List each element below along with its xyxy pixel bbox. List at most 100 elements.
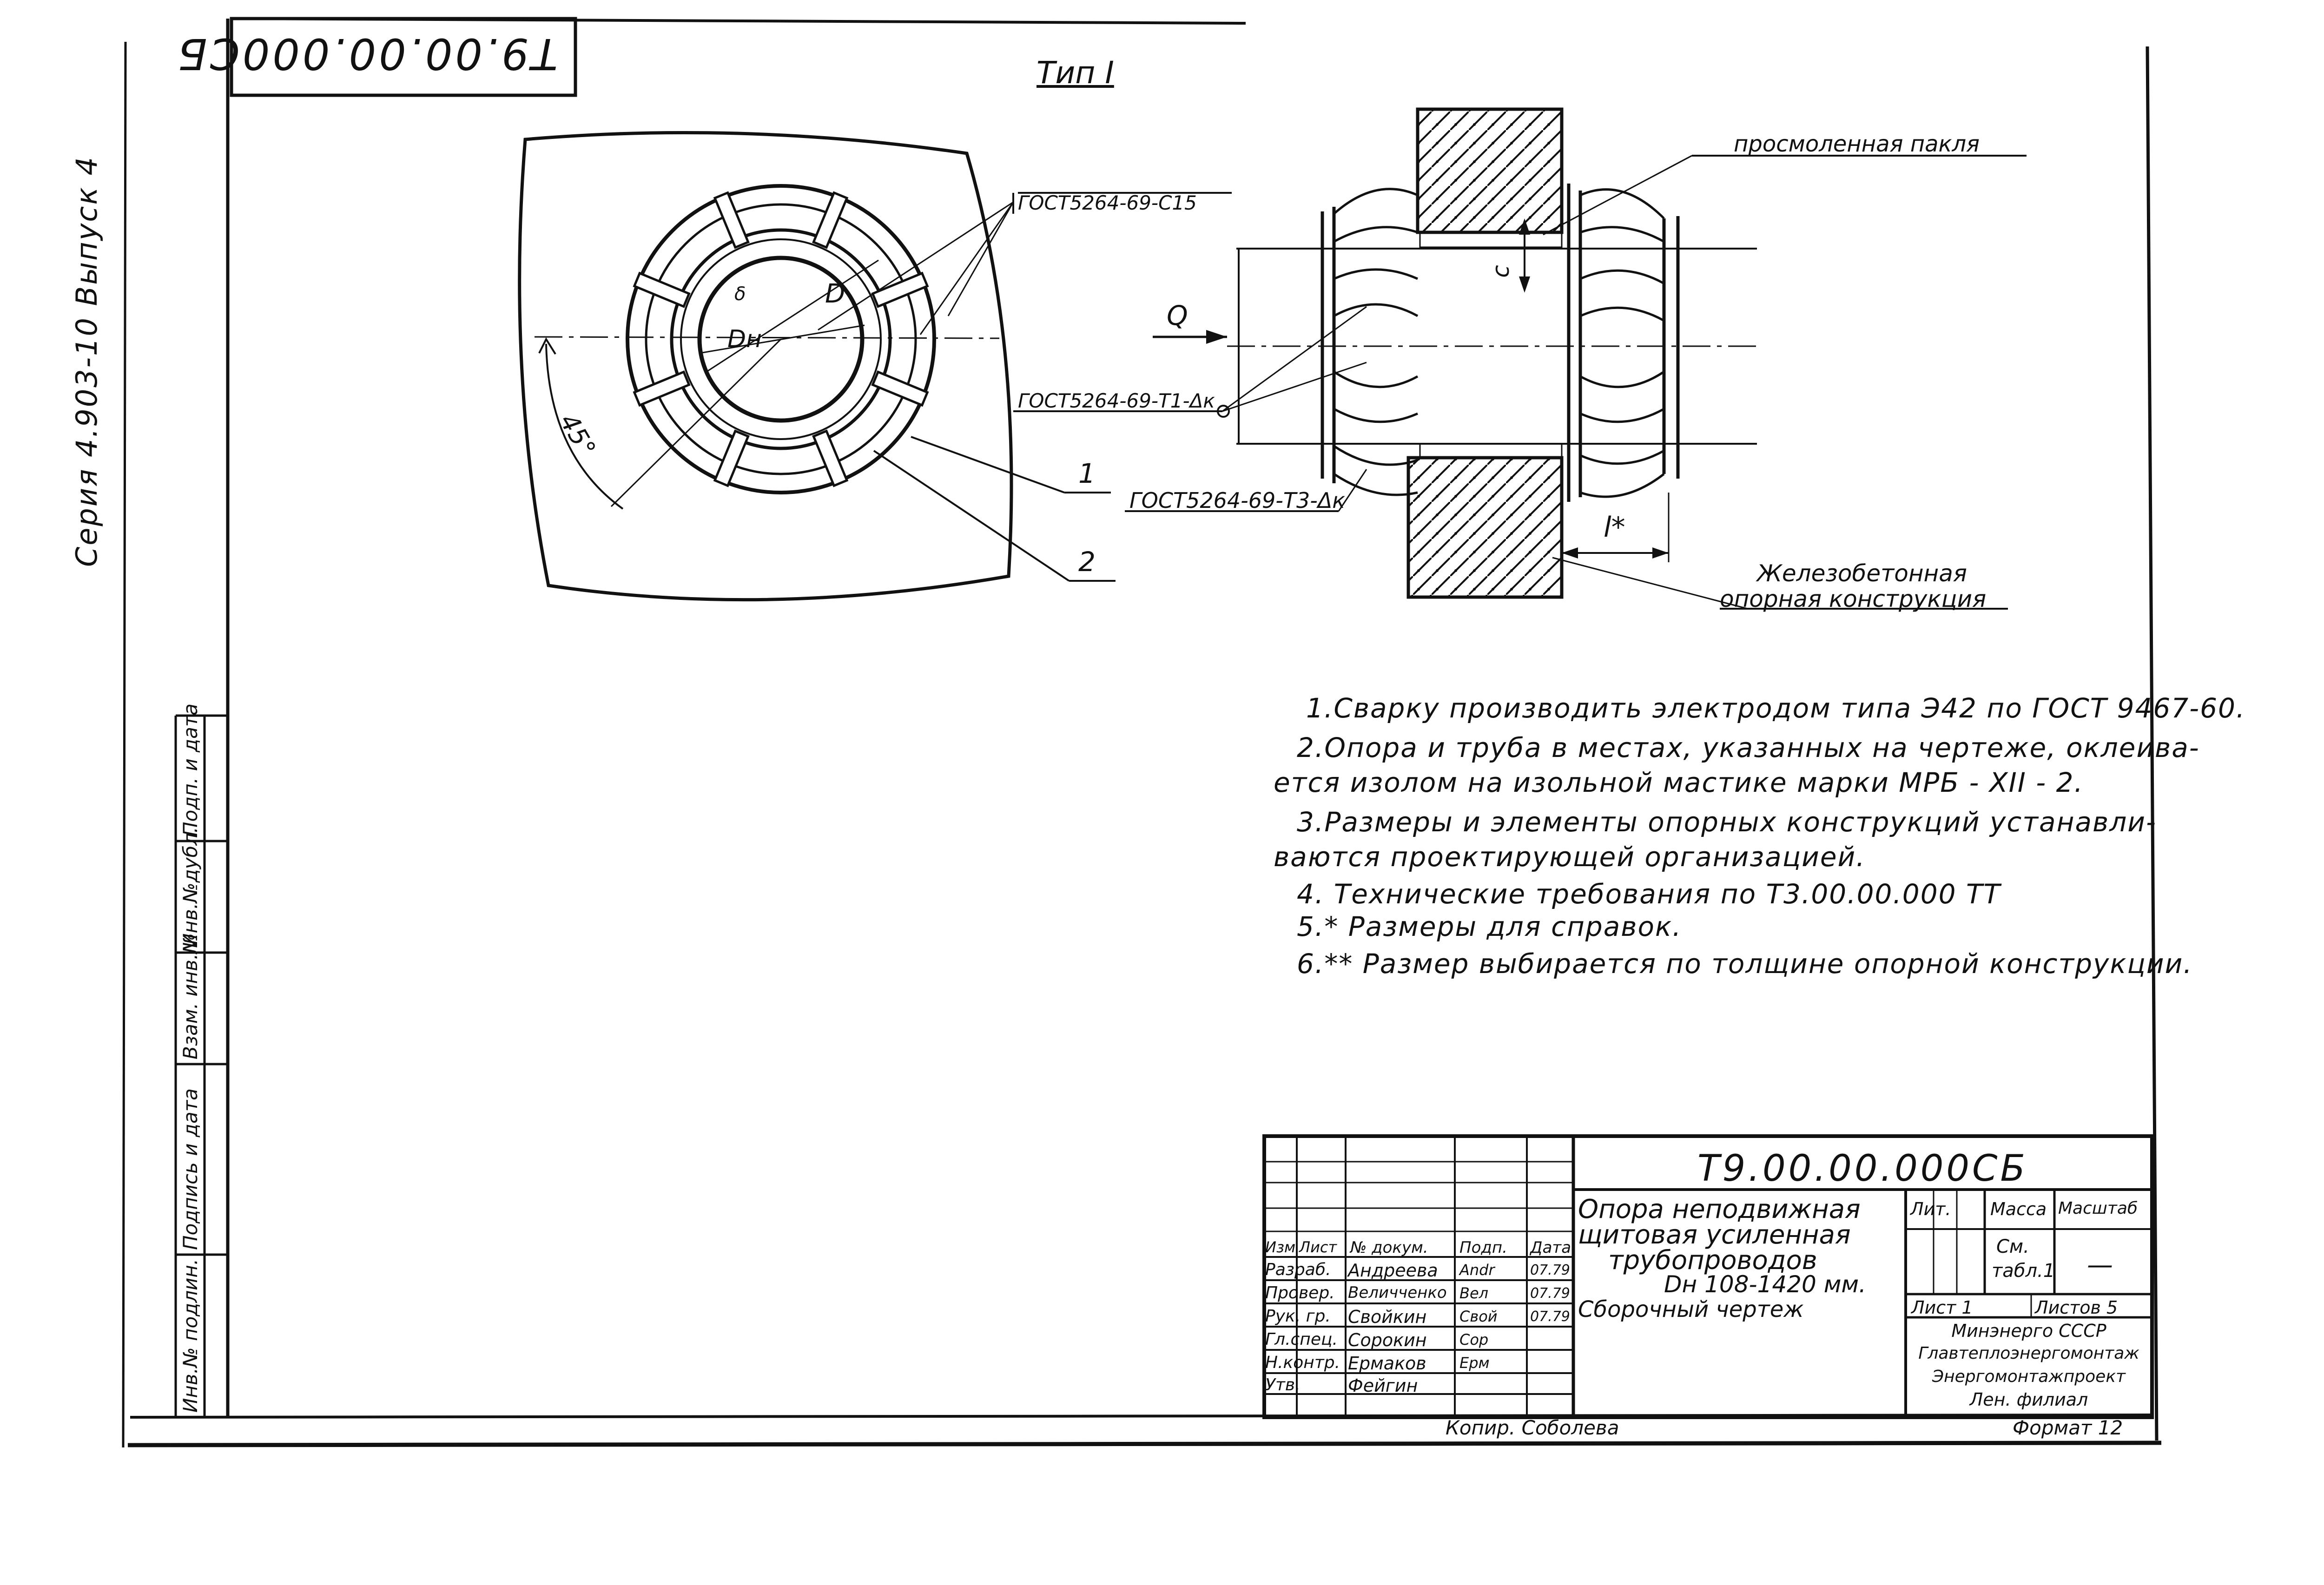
sign-razrab: Andr [1459, 1261, 1495, 1279]
org-line-1: Минэнерго СССР [1951, 1321, 2106, 1341]
hdr-izm: Изм [1265, 1238, 1296, 1256]
force-label: Q [1167, 300, 1188, 331]
strip-cell-dubl: Инв.№дубл. [179, 827, 202, 948]
leader-t1-b [1222, 306, 1367, 412]
copier-label: Копир. Соболева [1446, 1416, 1619, 1439]
sign-rukgr: Свой [1459, 1308, 1498, 1325]
note-5: 5.* Размеры для справок. [1297, 911, 1682, 942]
section-ribs [1333, 188, 1665, 498]
leader-c15-2 [919, 202, 1014, 335]
role-prover: Провер. [1265, 1283, 1335, 1302]
title-line-2: щитовая усиленная [1578, 1220, 1851, 1250]
dim-d-label: D [825, 279, 845, 309]
code-stamp: Т9.00.00.000СБ [175, 29, 558, 79]
leader-t3 [1338, 469, 1367, 512]
mass-value-1: См. [1996, 1236, 2029, 1257]
sign-prover: Вел [1459, 1284, 1489, 1302]
dim-l-label: l* [1604, 511, 1625, 544]
leader-t1-a [1222, 362, 1367, 412]
date-razrab: 07.79 [1530, 1262, 1570, 1278]
shield-ring-inner [680, 238, 882, 440]
strip-cell-vzam: Взам. инв.№ [179, 933, 202, 1059]
flanges [1320, 184, 1680, 502]
concrete-label-1: Железобетонная [1757, 560, 1967, 587]
role-utv: Утв. [1265, 1375, 1301, 1394]
shield-ring [670, 228, 892, 450]
leader-caulk [1543, 155, 1692, 236]
leader-1-label: 1 [1078, 458, 1096, 489]
strip-cell-inv-orig: Инв.№ подлин. [179, 1258, 202, 1413]
pipe-circle [697, 256, 865, 423]
title-line-4: Dн 108-1420 мм. [1664, 1271, 1867, 1298]
scale-label: Масштаб [2058, 1199, 2138, 1218]
leader-2-label: 2 [1078, 546, 1096, 578]
role-razrab: Разраб. [1265, 1260, 1331, 1279]
mass-value-2: табл.1 [1992, 1260, 2055, 1282]
dim-c-label: с [1487, 265, 1514, 278]
name-razrab: Андреева [1348, 1260, 1438, 1281]
wall-outline [518, 131, 1013, 602]
section-view [1013, 107, 2027, 610]
weld-label-c15: ГОСТ5264-69-С15 [1018, 191, 1197, 214]
note-2: 2.Опора и труба в местах, указанных на ч… [1297, 732, 2200, 763]
org-line-3: Энергомонтажпроект [1932, 1367, 2126, 1386]
dim-gap-label: δ [734, 283, 746, 305]
sign-glspec: Сор [1459, 1331, 1489, 1348]
title-line-5: Сборочный чертеж [1578, 1296, 1804, 1322]
hdr-podp: Подп. [1459, 1238, 1507, 1257]
name-prover: Величченко [1348, 1283, 1447, 1302]
name-nkontr: Ермаков [1348, 1353, 1426, 1374]
strip-cell-sign-date: Подпись и дата [179, 1088, 202, 1250]
role-rukgr: Рук. гр. [1265, 1307, 1331, 1326]
date-prover: 07.79 [1530, 1285, 1570, 1302]
note-4: 4. Технические требования по Т3.00.00.00… [1297, 878, 2001, 910]
note-3: 3.Размеры и элементы опорных конструкций… [1297, 806, 2157, 838]
left-strip-grid [174, 714, 228, 1417]
dim-dn-line [699, 324, 865, 354]
title-line-3: трубопроводов [1608, 1245, 1817, 1276]
outer-ring [626, 184, 936, 494]
leader-c15-3 [947, 202, 1014, 316]
name-rukgr: Свойкин [1348, 1307, 1427, 1327]
angle-ray-a [610, 338, 782, 507]
format-label: Формат 12 [2013, 1416, 2123, 1439]
date-rukgr: 07.79 [1530, 1309, 1570, 1325]
sign-nkontr: Ерм [1459, 1354, 1490, 1372]
sheet-label: Лист 1 [1911, 1297, 1973, 1318]
scale-value: — [2087, 1250, 2113, 1280]
leader-2 [873, 450, 1070, 582]
hdr-data: Дата [1530, 1238, 1571, 1257]
lit-label: Лит. [1910, 1199, 1951, 1219]
caulk-label: просмоленная пакля [1734, 131, 1980, 157]
caulk-rows [1419, 231, 1563, 460]
note-3-cont: ваются проектирующей организацией. [1274, 841, 1866, 873]
role-glspec: Гл.спец. [1265, 1330, 1338, 1349]
weld-t3-label: ГОСТ5264-69-Т3-Δк [1129, 488, 1346, 513]
mass-label: Масса [1990, 1199, 2047, 1219]
sheets-total-label: Листов 5 [2035, 1297, 2118, 1318]
role-nkontr: Н.контр. [1265, 1353, 1340, 1372]
wall-lower [1406, 456, 1564, 599]
series-text: Серия 4.903-10 Выпуск 4 [70, 156, 104, 567]
angle-arc [545, 343, 624, 510]
left-view [518, 131, 1116, 602]
title-doc-number: Т9.00.00.000СБ [1697, 1148, 2028, 1190]
dim-d-line [706, 259, 879, 373]
dim-dn-label: Dн [727, 325, 762, 353]
code-stamp-box [230, 17, 577, 97]
wall-upper [1416, 107, 1564, 234]
hdr-list: Лист [1299, 1238, 1337, 1256]
concrete-label-2: опорная конструкция [1720, 585, 1987, 612]
leader-1 [911, 436, 1065, 493]
org-line-4: Лен. филиал [1969, 1389, 2088, 1410]
name-utv: Фейгин [1348, 1375, 1418, 1396]
note-2-cont: ется изолом на изольной мастике марки МР… [1274, 767, 2084, 798]
leader-c15-1 [818, 201, 1014, 331]
center-line-h [534, 336, 1000, 339]
org-line-2: Главтеплоэнергомонтаж [1918, 1344, 2139, 1363]
note-6: 6.** Размер выбирается по толщине опорно… [1297, 948, 2193, 980]
leader-concrete [1552, 557, 1748, 610]
weld-t1-label: ГОСТ5264-69-Т1-Δк [1018, 389, 1215, 412]
name-glspec: Сорокин [1348, 1330, 1427, 1350]
